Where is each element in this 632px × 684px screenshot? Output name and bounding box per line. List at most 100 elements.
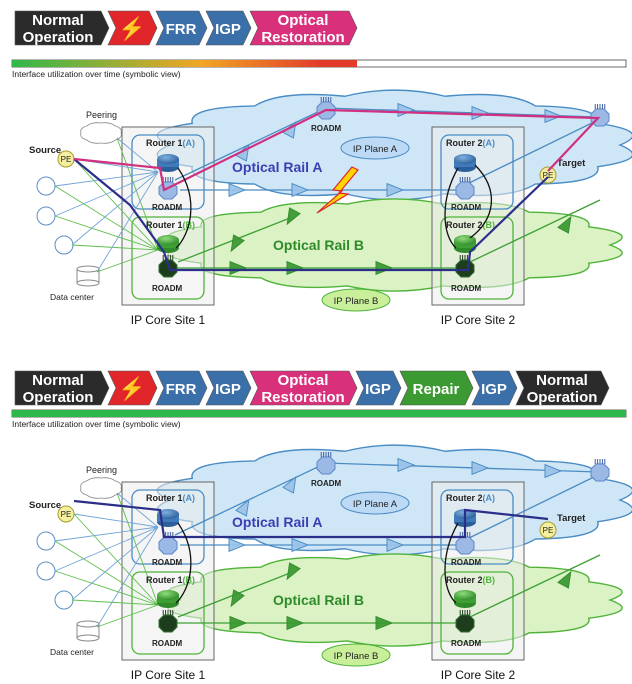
roadm-top-label: ROADM: [311, 479, 342, 488]
data-center-label: Data center: [50, 647, 94, 657]
phase-label: IGP: [215, 381, 241, 398]
router1b-icon: [157, 235, 179, 253]
router-name: Router 2: [446, 138, 483, 148]
router1a-icon: [157, 154, 179, 172]
router-name: Router 1: [146, 575, 183, 585]
site2-label: IP Core Site 2: [441, 313, 516, 327]
phase-label: Normal: [32, 372, 84, 389]
access-node: [36, 561, 56, 581]
ip-plane-b-badge: [321, 288, 391, 312]
rail-b-direction-arrow: [375, 260, 394, 276]
phase-label: IGP: [215, 21, 241, 38]
roadm-1b-label: ROADM: [152, 284, 183, 293]
router-name: Router 1: [146, 220, 183, 230]
access-link-b: [116, 137, 159, 251]
phase-fill: [14, 370, 110, 406]
phase-igp: IGP: [202, 368, 256, 408]
rail-a-direction-arrow: [386, 182, 405, 198]
rail-a-direction-arrow: [282, 475, 297, 494]
ip-plane-a-label: IP Plane A: [353, 499, 398, 510]
rail-a-direction-arrow: [386, 537, 405, 553]
access-link-a: [71, 526, 159, 601]
optical-rail-b-label: Optical Rail B: [273, 237, 364, 253]
ip-plane-b-badge: [321, 643, 391, 667]
site2-box: [431, 481, 525, 661]
rail-a-direction-arrow: [235, 498, 250, 517]
phase-fill: [355, 370, 402, 406]
router-top: [157, 590, 179, 600]
access-node: [36, 206, 56, 226]
phase-igp: IGP: [202, 8, 256, 48]
phase-fill: [107, 370, 158, 406]
peering-cloud: [80, 477, 122, 499]
rail-b-direction-arrow: [230, 234, 245, 253]
rail-b-direction-arrow: [229, 615, 248, 631]
source-label: Source: [29, 145, 61, 156]
peering-label: Peering: [86, 110, 117, 120]
phase-fault: ⚡: [104, 368, 162, 408]
timeline-fill: [12, 410, 626, 417]
phase-label: Operation: [23, 389, 94, 406]
timeline-caption: Interface utilization over time (symboli…: [12, 69, 181, 79]
rail-a-direction-arrow: [397, 457, 416, 473]
phase-label: Optical: [278, 372, 329, 389]
phase-fill: [399, 370, 474, 406]
access-link-a: [116, 492, 159, 528]
access-link-b: [54, 540, 159, 606]
phase-label: IGP: [365, 381, 391, 398]
pe-target-label: PE: [543, 526, 554, 535]
lightning-icon: ⚡: [118, 16, 145, 42]
router2b-box: [440, 216, 514, 300]
router-name: Router 2: [446, 575, 483, 585]
phase-fault: ⚡: [104, 8, 162, 48]
access-link-b: [54, 570, 159, 606]
router-plane: (A): [483, 138, 496, 148]
data-center-label: Data center: [50, 292, 94, 302]
router-top: [454, 590, 476, 600]
router-plane: (B): [483, 220, 496, 230]
phase-igp: IGP: [352, 368, 406, 408]
router1b-box: [131, 216, 205, 300]
rail-b-right-link: [469, 199, 601, 263]
access-link-b: [71, 244, 159, 251]
phase-fill: [205, 370, 252, 406]
access-node: [36, 531, 56, 551]
ip-plane-a-badge: [340, 136, 410, 160]
cross-connect-3: [469, 164, 492, 239]
router-name: Router 1: [146, 493, 183, 503]
access-node: [54, 590, 74, 610]
roadm-octagon: [158, 614, 178, 633]
restoration-traffic-path: [73, 108, 601, 192]
ip-plane-a-label: IP Plane A: [353, 144, 398, 155]
phase-label: Normal: [536, 372, 588, 389]
phase-label: Restoration: [261, 29, 344, 46]
cross-connect-2: [444, 522, 459, 604]
roadm-2a-label: ROADM: [451, 203, 482, 212]
timeline-fill: [12, 60, 357, 67]
phase-fill: [205, 10, 252, 46]
access-link-a: [54, 526, 159, 542]
roadm-2b-icon: [455, 610, 475, 633]
access-link-b: [73, 513, 159, 606]
rail-b-direction-arrow: [230, 589, 245, 608]
router-top: [157, 154, 179, 164]
rail-a-direction-arrow: [291, 182, 310, 198]
router-top: [157, 235, 179, 245]
lightning-icon: ⚡: [118, 376, 145, 402]
router-name: Router 2: [446, 220, 483, 230]
pe-source-label: PE: [61, 510, 72, 519]
roadm-octagon: [455, 536, 475, 555]
router2a-label: Router 2(A): [446, 138, 495, 148]
router-plane: (A): [183, 138, 196, 148]
rail-a-direction-arrow: [471, 105, 490, 121]
router1a-label: Router 1(A): [146, 493, 195, 503]
pe-target-label: PE: [543, 171, 554, 180]
peering-label: Peering: [86, 465, 117, 475]
data-center-top: [76, 620, 100, 628]
rail-b-direction-arrow: [286, 562, 301, 581]
